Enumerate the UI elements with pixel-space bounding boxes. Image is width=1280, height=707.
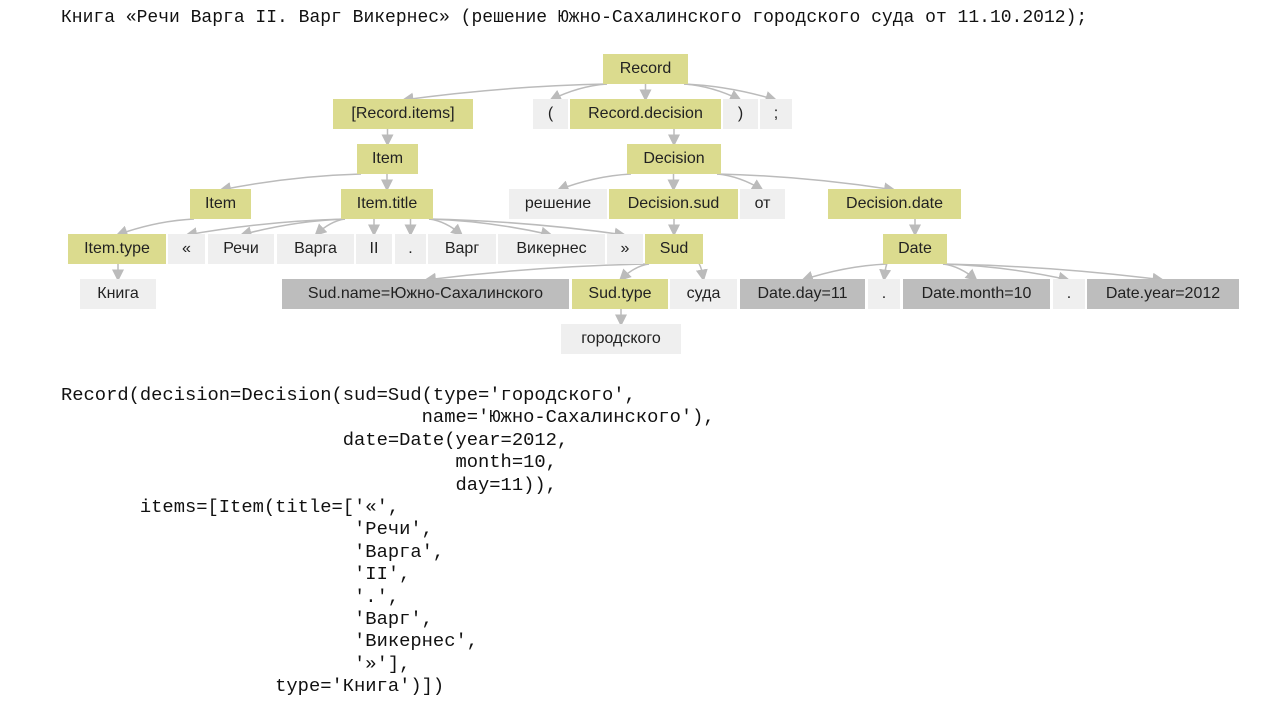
parsed-record-code: Record(decision=Decision(sud=Sud(type='г… [61,384,715,698]
edge-date-to-date-day [801,263,888,283]
tree-node-item2: Item [190,189,251,219]
tree-node-kniga: Книга [80,279,156,309]
tree-node-ii: II [356,234,392,264]
code-line: month=10, [61,451,557,474]
tree-node-gorodskogo: городского [561,324,681,354]
tree-node-vikernes: Викернес [498,234,605,264]
edge-date-to-dot2 [879,263,892,282]
tree-node-date-year: Date.year=2012 [1087,279,1239,309]
tree-node-date: Date [883,234,947,264]
edge-item-title-to-raquo [428,218,627,240]
edge-sud-to-sud-type [618,263,650,282]
tree-node-reshenie: решение [509,189,607,219]
edge-record-to-lparen [549,83,608,101]
tree-node-lparen: ( [533,99,568,129]
edge-decision-to-reshenie [556,173,632,192]
tree-node-item-title: Item.title [341,189,433,219]
tree-node-dot3: . [1053,279,1085,309]
source-sentence: Книга «Речи Варга II. Варг Викернес» (ре… [61,8,1088,28]
edge-item-title-to-varg [428,218,464,236]
tree-node-item-type: Item.type [68,234,166,264]
parse-tree: Record [Record.items] (Record.decision); It… [68,54,1239,354]
code-line: 'Варга', [61,540,445,563]
code-line: Record(decision=Decision(sud=Sud(type='г… [61,384,636,406]
code-line: 'Варг', [61,608,433,631]
tree-node-sud: Sud [645,234,703,264]
tree-node-record: Record [603,54,688,84]
edge-decision-to-decision-date [716,173,896,195]
tree-node-sud-name: Sud.name=Южно-Сахалинского [282,279,569,309]
tree-node-record-items: [Record.items] [333,99,473,129]
tree-node-semicolon: ; [760,99,792,129]
tree-node-date-month: Date.month=10 [903,279,1050,309]
tree-node-raquo: » [607,234,643,264]
edge-item-title-to-varga [314,218,346,237]
tree-node-sud-type: Sud.type [572,279,668,309]
code-line: day=11)), [61,473,557,496]
edge-decision-to-ot [716,173,764,191]
code-line: items=[Item(title=['«', [61,496,400,519]
code-line: 'II', [61,563,411,586]
edge-record-to-semicolon [683,83,778,103]
tree-node-date-day: Date.day=11 [740,279,865,309]
edge-item1-to-item2 [219,173,362,194]
edge-item2-to-item-type [115,218,195,238]
edge-item-title-to-laquo [185,218,346,240]
edge-record-to-record-items [401,83,608,105]
code-line: name='Южно-Сахалинского'), [61,406,715,429]
tree-node-rparen: ) [723,99,758,129]
tree-node-varga: Варга [277,234,354,264]
tree-edges [112,83,1165,327]
edge-sud-to-sud-name [424,263,650,285]
edge-item-title-to-rechi [239,218,346,239]
edge-date-to-date-month [942,263,978,281]
edge-date-to-date-year [942,263,1165,285]
tree-node-rechi: Речи [208,234,274,264]
tree-node-varg: Варг [428,234,496,264]
tree-node-item1: Item [357,144,418,174]
tree-node-decision: Decision [627,144,721,174]
code-line: date=Date(year=2012, [61,428,569,451]
tree-node-decision-sud: Decision.sud [609,189,738,219]
code-line: type='Книга')]) [61,675,445,698]
tree-node-dot1: . [395,234,426,264]
code-line: '.', [61,585,400,608]
tree-node-dot2: . [868,279,900,309]
tree-node-decision-date: Decision.date [828,189,961,219]
code-line: '»'], [61,652,411,675]
tree-node-laquo: « [168,234,205,264]
tree-node-ot: от [740,189,785,219]
tree-node-record-decision: Record.decision [570,99,721,129]
code-line: 'Речи', [61,518,433,541]
edge-sud-to-suda [695,263,708,282]
code-line: 'Викернес', [61,630,479,653]
tree-node-suda: суда [670,279,737,309]
